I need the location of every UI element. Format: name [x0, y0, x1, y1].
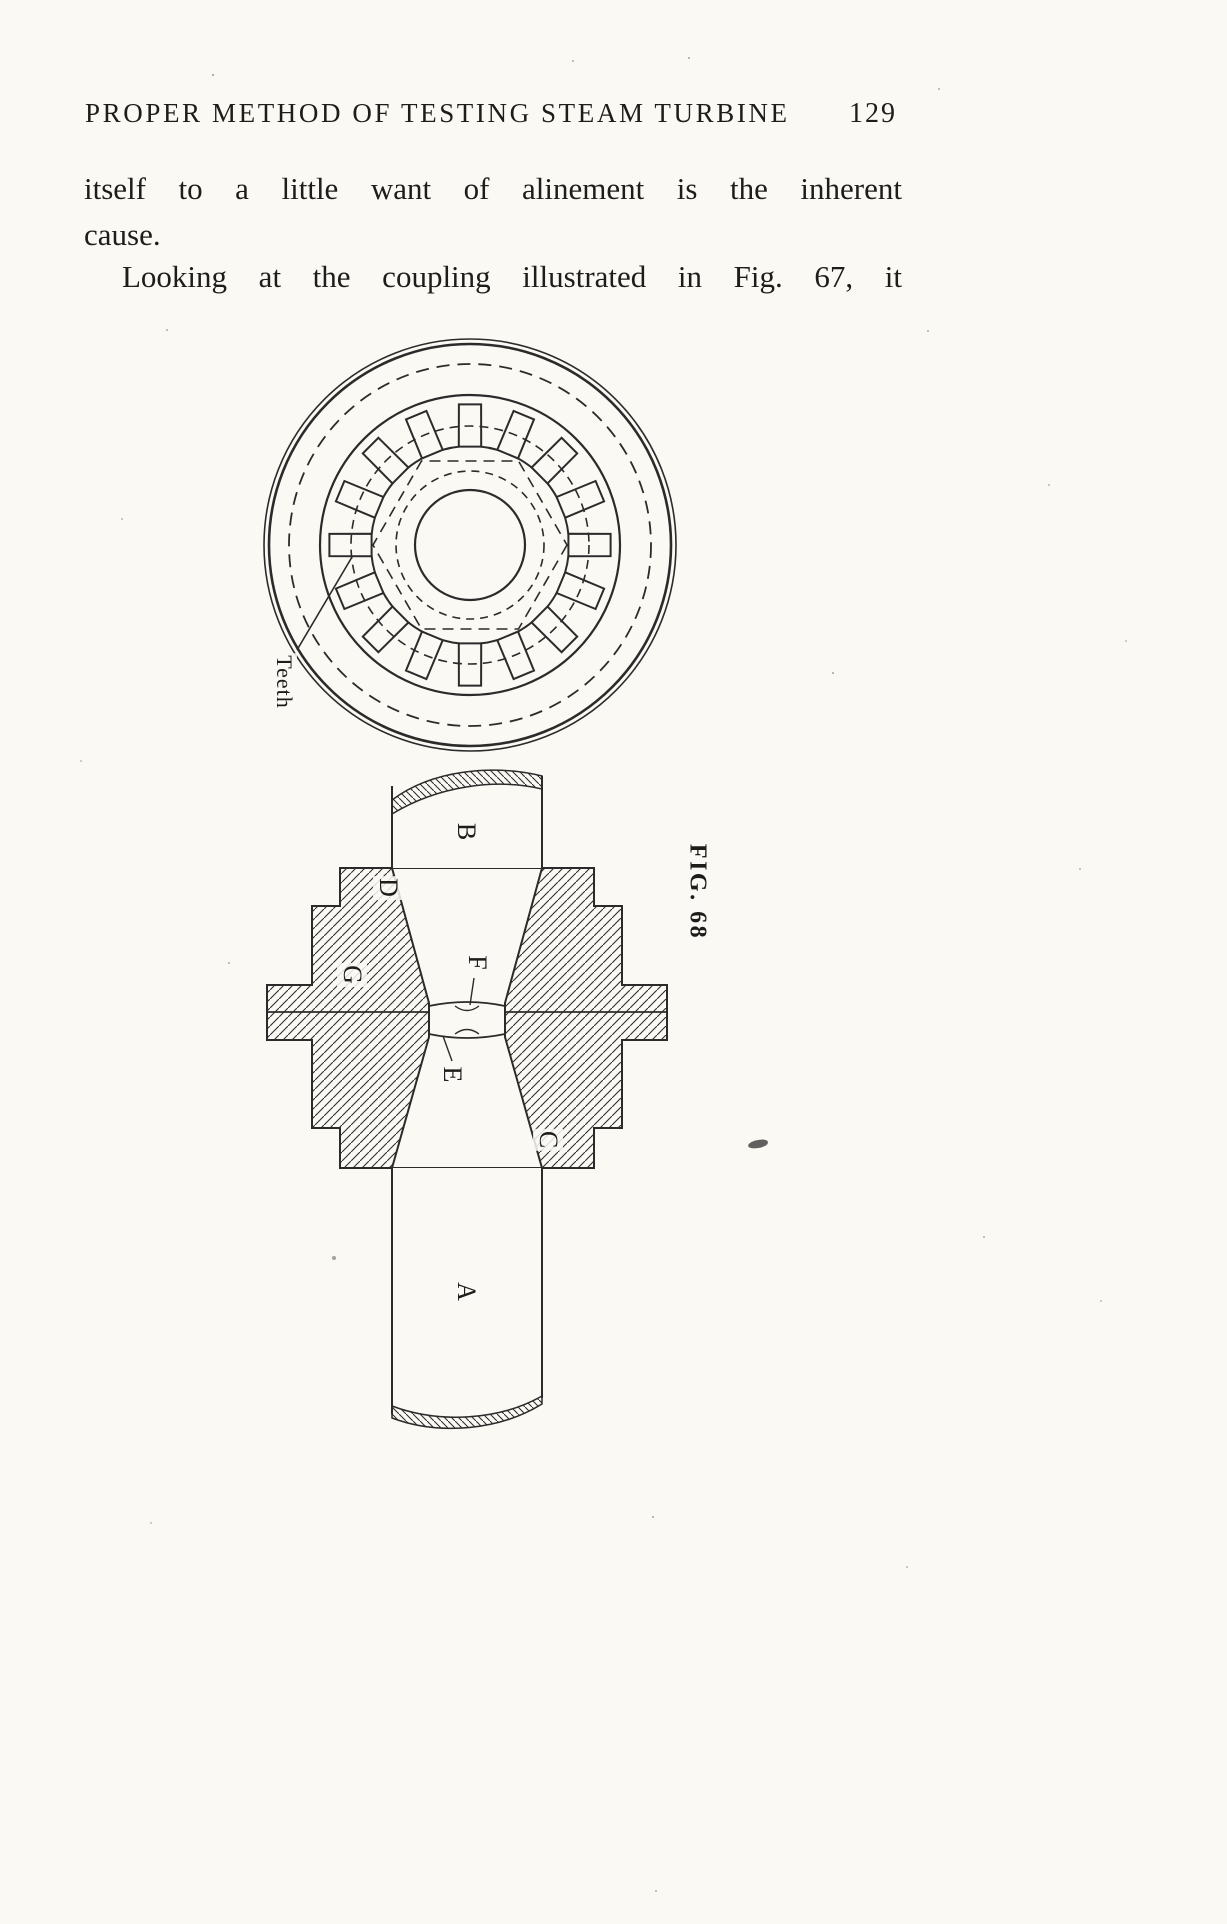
figure-68-coupling-section-view: [266, 767, 668, 1430]
shaft-a-end-face: [428, 1033, 506, 1039]
scan-specks: [0, 0, 2, 2]
shaft-b-broken-end: [391, 769, 543, 816]
figure68-label-f: F: [462, 953, 492, 973]
figure68-label-a: A: [451, 1280, 481, 1304]
sleeve-dashed-circle: [288, 363, 652, 727]
page-header: PROPER METHOD OF TESTING STEAM TURBINE 1…: [85, 98, 897, 130]
bore-dashed-circle: [395, 470, 545, 620]
gear-teeth: [328, 403, 612, 687]
sleeve-outer-circle-shadow: [263, 338, 677, 752]
paragraph-1-line-2: cause.: [84, 217, 161, 252]
figure68-label-d: D: [373, 876, 403, 900]
sleeve-inner-circle: [318, 393, 622, 697]
pitch-dashed-circle: [350, 425, 590, 665]
shaft-b-center-dimple: [454, 1005, 480, 1012]
figure68-label-e: E: [437, 1064, 467, 1086]
figure68-label-g: G: [337, 963, 367, 987]
shaft-hole-circle: [413, 488, 527, 602]
page-number: 129: [849, 98, 897, 129]
coupling-halves-section: [266, 867, 668, 1169]
figure67-teeth-label: Teeth: [271, 653, 297, 711]
label-f-leader-line: [469, 977, 475, 1006]
figure68-label-c: C: [533, 1128, 563, 1152]
teeth-leader-line: [296, 556, 353, 651]
paragraph-2: Looking at the coupling illustrated in F…: [84, 254, 902, 300]
paragraph-1-line-1: itself to a little want of alinement is …: [84, 171, 902, 206]
hex-bore-dashed-outline: [372, 460, 568, 630]
sleeve-outer-circle: [267, 342, 673, 748]
shaft-b-end-face: [428, 1001, 506, 1007]
figure68-label-b: B: [451, 820, 481, 844]
paragraph-2-line-1: Looking at the coupling illustrated in F…: [122, 259, 902, 294]
running-title: PROPER METHOD OF TESTING STEAM TURBINE: [85, 98, 790, 128]
figure68-caption: FIG. 68: [683, 841, 711, 943]
shaft-a-broken-end: [391, 1394, 543, 1430]
label-e-leader-line: [442, 1035, 453, 1062]
figure-67-gear-coupling-front-view: [263, 338, 677, 752]
shaft-a-center-dimple: [454, 1028, 480, 1035]
paragraph-1: itself to a little want of alinement is …: [84, 166, 902, 258]
